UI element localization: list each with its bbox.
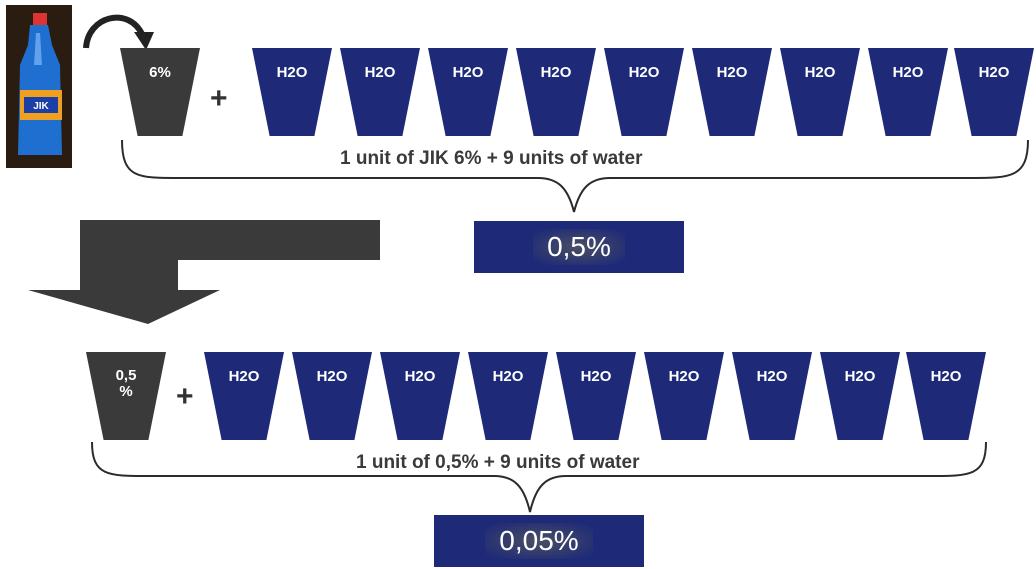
concentrate-label-line1: 0,5 xyxy=(115,367,137,384)
water-cup: H2O xyxy=(732,352,812,440)
water-cup: H2O xyxy=(556,352,636,440)
jik-bottle-image: JIK xyxy=(6,5,72,168)
water-cup: H2O xyxy=(340,48,420,136)
brace-row2 xyxy=(91,441,987,513)
concentrate-label-line2: % xyxy=(119,382,133,400)
result-box-row1: 0,5% xyxy=(474,221,684,273)
concentrate-cup-0-5: 0,5 % xyxy=(86,352,166,440)
plus-sign: + xyxy=(210,82,228,115)
water-cup: H2O xyxy=(204,352,284,440)
water-cup: H2O xyxy=(252,48,332,136)
plus-sign: + xyxy=(176,380,194,413)
water-cup: H2O xyxy=(516,48,596,136)
result-value-row2: 0,05% xyxy=(485,523,593,559)
water-cup: H2O xyxy=(644,352,724,440)
water-cup: H2O xyxy=(954,48,1034,136)
water-cup: H2O xyxy=(604,48,684,136)
water-cup: H2O xyxy=(692,48,772,136)
water-cup: H2O xyxy=(468,352,548,440)
brace-label-row2: 1 unit of 0,5% + 9 units of water xyxy=(352,452,644,474)
bottle-label: JIK xyxy=(33,101,49,112)
water-cup: H2O xyxy=(906,352,986,440)
water-cup: H2O xyxy=(780,48,860,136)
curved-arrow-icon xyxy=(83,14,154,50)
water-cup: H2O xyxy=(380,352,460,440)
water-cup: H2O xyxy=(820,352,900,440)
result-value-row1: 0,5% xyxy=(533,229,625,265)
water-cup: H2O xyxy=(292,352,372,440)
brace-label-row1: 1 unit of JIK 6% + 9 units of water xyxy=(340,148,643,169)
brace-row1 xyxy=(121,139,1029,213)
water-cup: H2O xyxy=(428,48,508,136)
concentrate-cup-6: 6% xyxy=(120,48,200,136)
water-cup: H2O xyxy=(868,48,948,136)
result-box-row2: 0,05% xyxy=(434,515,644,567)
down-arrow-icon xyxy=(28,220,380,324)
